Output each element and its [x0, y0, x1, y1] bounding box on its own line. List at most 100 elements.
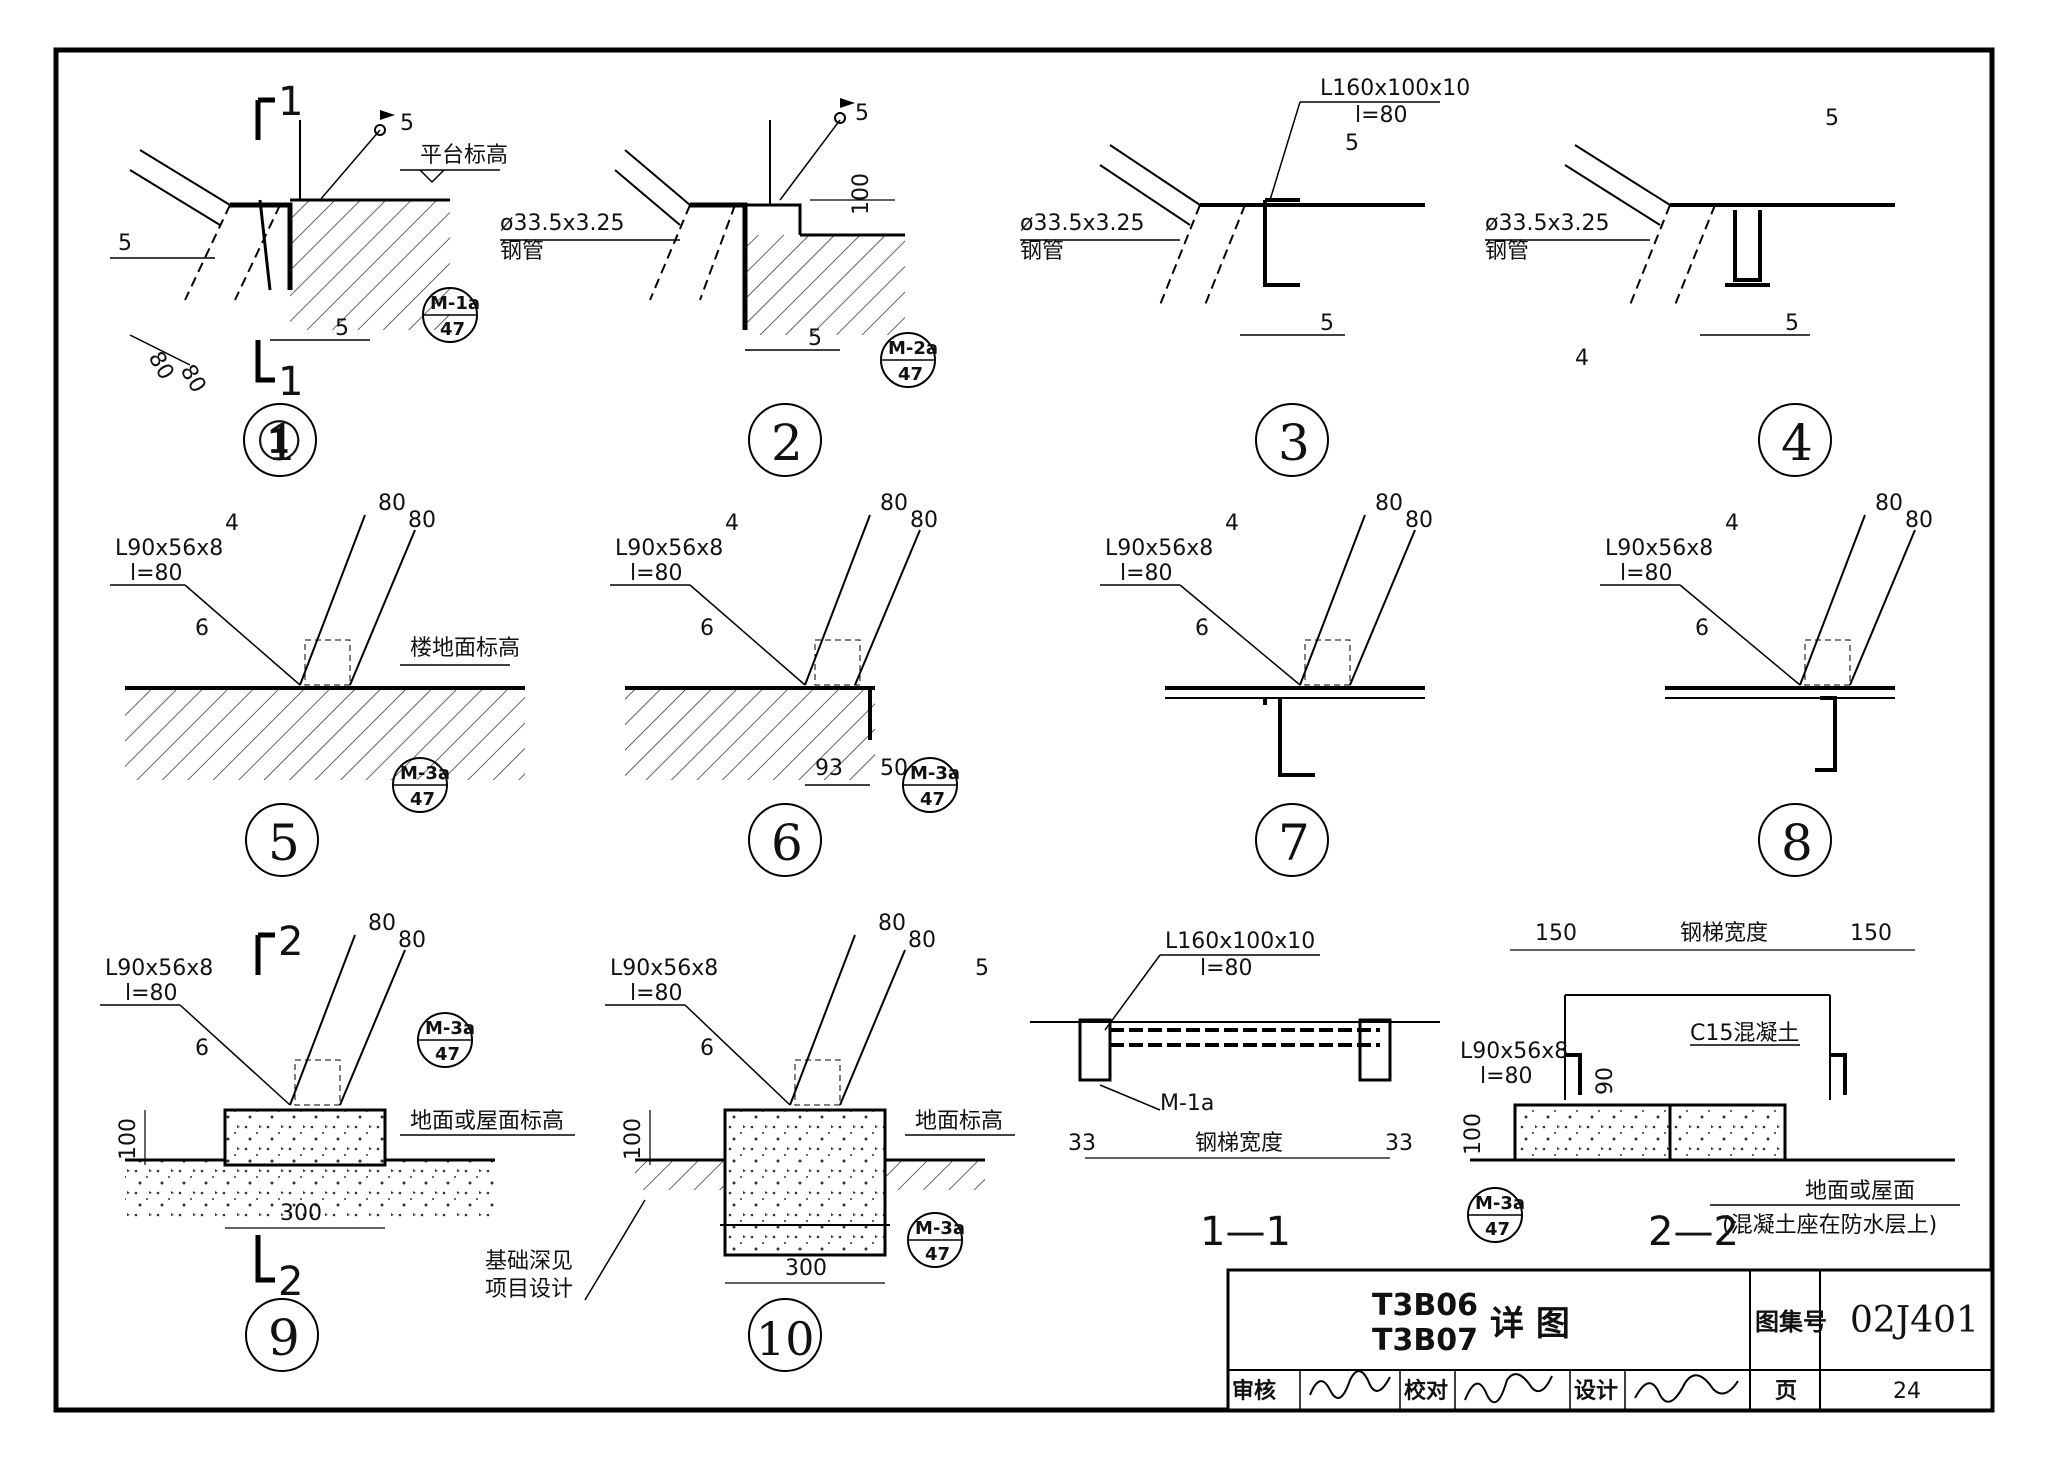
svg-text:8: 8 — [1781, 814, 1813, 872]
d9-section-bot: 2 — [278, 1259, 303, 1305]
d9-dim-h: 100 — [116, 1118, 141, 1160]
s22-title: 2—2 — [1648, 1209, 1739, 1255]
d5-weld-a: 4 — [225, 511, 239, 536]
d6-weld-a: 4 — [725, 511, 739, 536]
detail-3: L160x100x10 l=80 5 ø33.5x3.25 钢管 5 3 — [1020, 76, 1470, 477]
d10-dim-w: 300 — [785, 1256, 827, 1281]
d6-len: l=80 — [630, 561, 683, 586]
d7-len: l=80 — [1120, 561, 1173, 586]
d1-weld-a: 5 — [400, 111, 414, 136]
d7-dim-b: 80 — [1405, 508, 1433, 533]
s11-dim-r: 33 — [1385, 1131, 1413, 1156]
d9-ground: 地面或屋面标高 — [410, 1109, 564, 1134]
d10-found: 基础深见 — [485, 1249, 573, 1274]
sheet-border — [53, 47, 1995, 1413]
d9-ref-top: M-3a — [425, 1018, 475, 1039]
detail-9: L90x56x8 l=80 6 地面或屋面标高 80 80 100 300 2 … — [100, 911, 575, 1372]
d10-angle: L90x56x8 — [610, 956, 718, 981]
tb-design: 设计 — [1574, 1379, 1618, 1404]
d9-dim-a: 80 — [368, 911, 396, 936]
signature-check — [1464, 1373, 1553, 1404]
s22-ground: 地面或屋面 — [1805, 1179, 1915, 1204]
d9-section-top: 2 — [278, 919, 303, 965]
s11-dim-l: 33 — [1068, 1131, 1096, 1156]
s22-dim-r: 150 — [1850, 921, 1892, 946]
tb-atlas-label: 图集号 — [1755, 1308, 1827, 1336]
d9-angle: L90x56x8 — [105, 956, 213, 981]
d6-dim-b: 80 — [910, 508, 938, 533]
d3-angle: L160x100x10 — [1320, 76, 1470, 101]
s11-angle: L160x100x10 — [1165, 929, 1315, 954]
d5-floor: 楼地面标高 — [410, 636, 520, 661]
tb-page-label: 页 — [1775, 1379, 1797, 1404]
detail-4: 5 ø33.5x3.25 钢管 5 4 4 — [1485, 106, 1895, 477]
tb-atlas-no: 02J401 — [1850, 1300, 1979, 1341]
detail-2: 5 ø33.5x3.25 钢管 100 5 M-2a 47 2 — [500, 98, 938, 477]
d5-len: l=80 — [130, 561, 183, 586]
d5-angle: L90x56x8 — [115, 536, 223, 561]
s22-ground-note: (混凝土座在防水层上) — [1722, 1213, 1937, 1238]
d9-dim-w: 300 — [280, 1201, 322, 1226]
d1-dim-b: 80 — [175, 361, 211, 398]
d2-weld-b: 5 — [808, 326, 822, 351]
s22-angle: L90x56x8 — [1460, 1039, 1568, 1064]
d6-dim-c: 93 — [815, 756, 843, 781]
d4-weld-c: 4 — [1575, 346, 1589, 371]
d9-dim-b: 80 — [398, 928, 426, 953]
tb-page-no: 24 — [1893, 1379, 1921, 1404]
d10-dim-h: 100 — [621, 1118, 646, 1160]
d6-dim-a: 80 — [880, 491, 908, 516]
detail-5: L90x56x8 l=80 4 6 楼地面标高 80 80 M-3a 47 5 — [110, 491, 525, 877]
d8-angle: L90x56x8 — [1605, 536, 1713, 561]
d2-ref-top: M-2a — [888, 338, 938, 359]
detail-1-number: ① — [255, 410, 303, 473]
s22-dim-90: 90 — [1593, 1067, 1618, 1095]
s11-title: 1—1 — [1200, 1209, 1291, 1255]
d5-weld-b: 6 — [195, 616, 209, 641]
s11-width: 钢梯宽度 — [1195, 1131, 1283, 1156]
d2-pipe: ø33.5x3.25 — [500, 211, 624, 236]
d1-ref-bot: 47 — [440, 319, 465, 340]
d5-ref-top: M-3a — [400, 763, 450, 784]
title-block: T3B06 T3B07 详 图 图集号 02J401 审核 校对 设计 页 24 — [1226, 1268, 1994, 1412]
d10-ground: 地面标高 — [915, 1109, 1003, 1134]
d7-dim-a: 80 — [1375, 491, 1403, 516]
svg-text:6: 6 — [771, 814, 803, 872]
d9-len: l=80 — [125, 981, 178, 1006]
s22-width: 钢梯宽度 — [1680, 921, 1768, 946]
svg-text:7: 7 — [1278, 814, 1310, 872]
detail-8: L90x56x8 l=80 4 6 80 80 8 — [1600, 491, 1933, 877]
detail-7: L90x56x8 l=80 4 6 80 80 7 — [1100, 491, 1433, 877]
d1-section-bot: 1 — [278, 359, 303, 405]
section-2-2: 150 150 钢梯宽度 C15混凝土 L90x56x8 l=80 90 100… — [1460, 921, 1960, 1255]
d2-dim: 100 — [849, 173, 874, 215]
d7-weld-b: 6 — [1195, 616, 1209, 641]
d3-weld-a: 5 — [1345, 131, 1359, 156]
tb-check: 校对 — [1404, 1378, 1448, 1404]
d8-weld-a: 4 — [1725, 511, 1739, 536]
d1-weld-b: 5 — [118, 231, 132, 256]
d9-ref-bot: 47 — [435, 1044, 460, 1065]
svg-text:1: 1 — [266, 414, 298, 472]
d7-weld-a: 4 — [1225, 511, 1239, 536]
svg-text:10: 10 — [756, 1312, 815, 1366]
d10-found2: 项目设计 — [485, 1277, 573, 1302]
d10-weld-a: 6 — [700, 1036, 714, 1061]
d2-weld-a: 5 — [855, 101, 869, 126]
d7-angle: L90x56x8 — [1105, 536, 1213, 561]
s11-ref: M-1a — [1160, 1091, 1214, 1116]
d3-pipe-name: 钢管 — [1020, 239, 1064, 264]
d10-ref-top: M-3a — [915, 1218, 965, 1239]
section-1-1: L160x100x10 l=80 5 M-1a 33 33 钢梯宽度 1—1 — [975, 929, 1440, 1255]
d5-ref-bot: 47 — [410, 789, 435, 810]
d1-platform-label: 平台标高 — [420, 143, 508, 168]
detail-1: 5 平台标高 5 5 80 80 1 1 M-1a 47 ① 1 — [110, 79, 508, 477]
d2-ref-bot: 47 — [898, 364, 923, 385]
d8-len: l=80 — [1620, 561, 1673, 586]
signature-design — [1634, 1374, 1739, 1403]
svg-text:3: 3 — [1278, 414, 1310, 472]
svg-text:5: 5 — [268, 814, 300, 872]
d1-dim-a: 80 — [143, 348, 179, 385]
d4-weld-b: 5 — [1785, 311, 1799, 336]
